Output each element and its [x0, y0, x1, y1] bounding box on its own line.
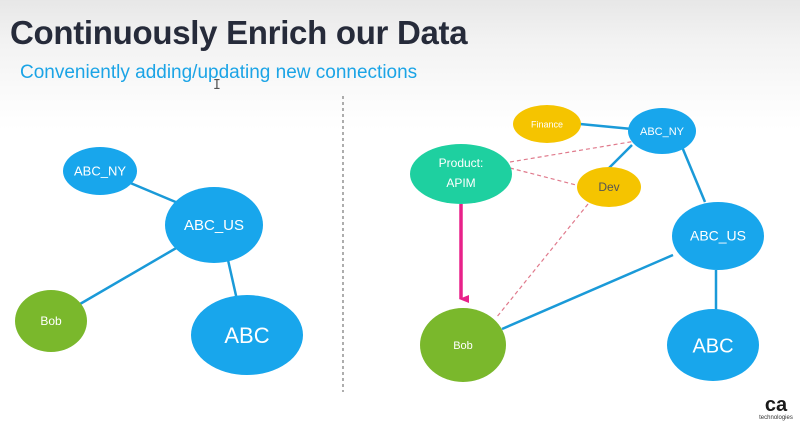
- left-edges: [79, 180, 239, 306]
- right-node-abc-ny[interactable]: ABC_NY: [628, 108, 696, 154]
- node-label-line1: Product:: [439, 156, 484, 170]
- logo-mark: ca: [764, 394, 788, 416]
- left-node-abc[interactable]: ABC: [191, 295, 303, 375]
- node-shape: [165, 187, 263, 263]
- node-label: ABC_US: [184, 217, 244, 234]
- left-node-bob[interactable]: Bob: [15, 290, 87, 352]
- node-shape: [672, 202, 764, 270]
- edge-abc-us-abc: [226, 259, 239, 301]
- node-shape: [191, 295, 303, 375]
- edge-abc-ny-abc-us: [127, 180, 179, 205]
- edge-product-abc-ny-dashed: [509, 140, 637, 163]
- node-label: Dev: [598, 180, 619, 194]
- edge-finance-abc-ny: [579, 122, 633, 131]
- node-label: ABC: [224, 323, 269, 348]
- edge-bob-abc-us: [501, 253, 674, 331]
- node-label: Finance: [531, 119, 563, 129]
- edge-abc-ny-abc-us: [678, 141, 707, 203]
- node-label: Bob: [453, 340, 473, 352]
- right-node-bob[interactable]: Bob: [420, 308, 506, 382]
- node-label: Bob: [40, 314, 62, 328]
- edge-product-dev-dashed: [509, 167, 581, 187]
- edge-dev-bob-dashed: [495, 203, 589, 319]
- right-node-finance[interactable]: Finance: [513, 105, 581, 143]
- left-node-abc-us[interactable]: ABC_US: [165, 187, 263, 263]
- ca-technologies-logo: ca technologies: [756, 394, 796, 422]
- node-label: ABC_NY: [640, 126, 685, 138]
- node-shape: [410, 144, 512, 204]
- logo-subtext: technologies: [759, 415, 793, 421]
- right-node-abc[interactable]: ABC: [667, 309, 759, 381]
- node-shape: [63, 147, 137, 195]
- text-cursor-icon: I: [213, 78, 221, 93]
- node-shape: [15, 290, 87, 352]
- node-label: ABC_NY: [74, 163, 126, 178]
- right-node-abc-us[interactable]: ABC_US: [672, 202, 764, 270]
- node-shape: [577, 167, 641, 207]
- node-label: ABC_US: [690, 228, 746, 244]
- node-shape: [513, 105, 581, 143]
- right-node-dev[interactable]: Dev: [577, 167, 641, 207]
- node-label-line2: APIM: [446, 176, 475, 190]
- slide-title: Continuously Enrich our Data: [10, 14, 468, 51]
- edge-abc-us-bob: [79, 245, 179, 306]
- node-label: ABC: [692, 335, 733, 357]
- node-shape: [628, 108, 696, 154]
- right-node-product-apim[interactable]: Product: APIM: [410, 144, 512, 204]
- node-shape: [420, 308, 506, 382]
- left-node-abc-ny[interactable]: ABC_NY: [63, 147, 137, 195]
- slide-subtitle: Conveniently adding/updating new connect…: [20, 62, 418, 83]
- node-shape: [667, 309, 759, 381]
